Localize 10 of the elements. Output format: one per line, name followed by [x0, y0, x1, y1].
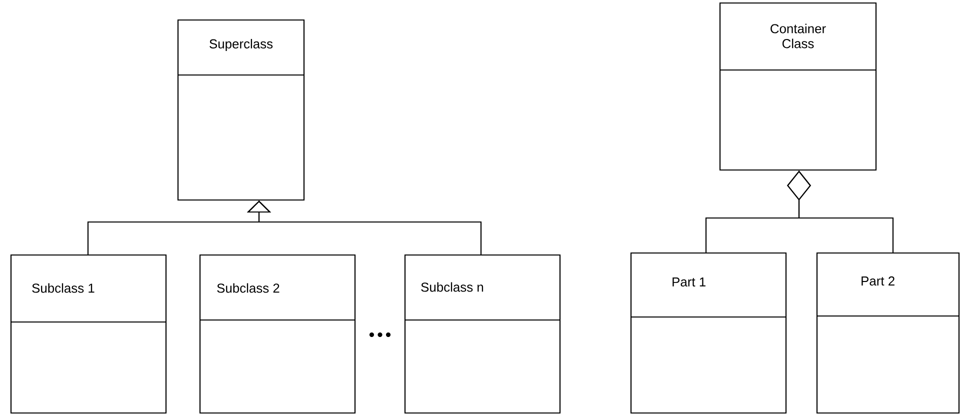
class-box: Subclass 1: [10, 254, 167, 414]
generalization-arrow: [246, 200, 482, 254]
aggregation-line: [787, 170, 894, 252]
class-box: Part 1: [630, 252, 787, 414]
ellipsis: •••: [369, 332, 391, 338]
class-box: Container Class: [719, 2, 877, 171]
class-box: Subclass 2: [199, 254, 356, 414]
class-box: Subclass n: [404, 254, 561, 414]
class-box: Part 2: [816, 252, 960, 414]
class-box: Superclass: [177, 19, 305, 201]
